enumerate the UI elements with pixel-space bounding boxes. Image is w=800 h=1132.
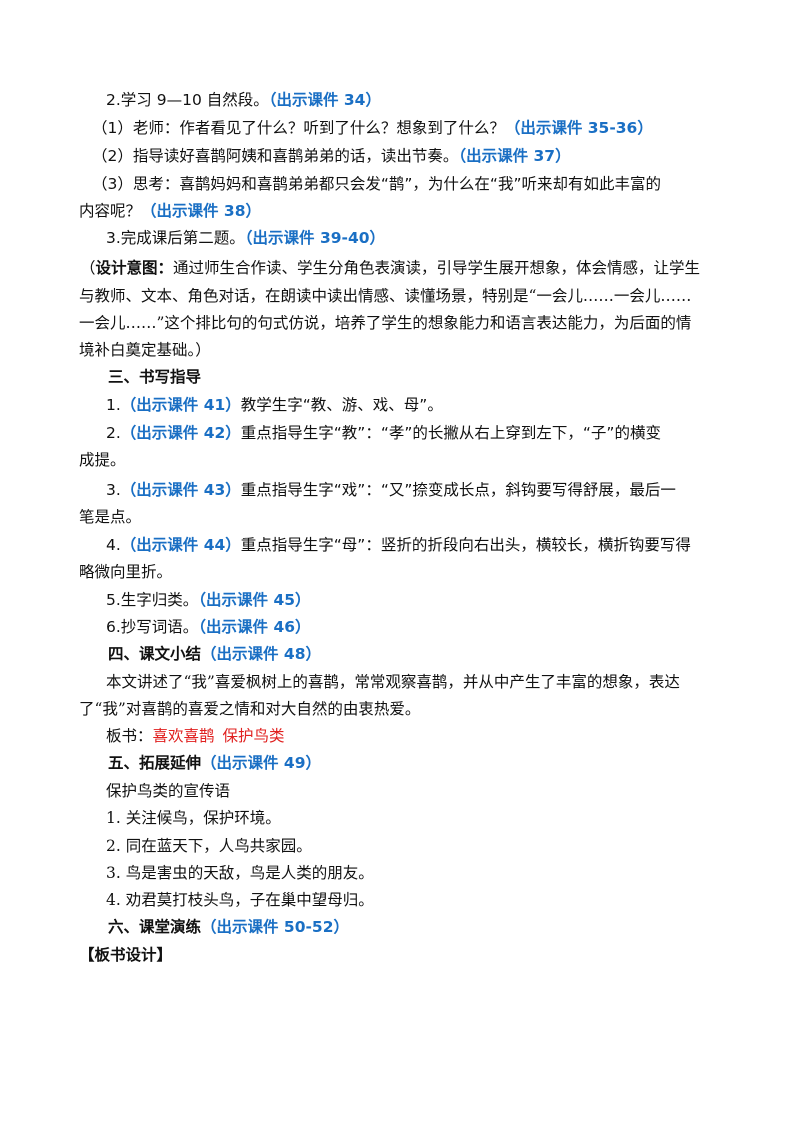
s3-item4-num: 4.: [106, 536, 121, 554]
s3-item4-text-2: 略微向里折。: [79, 563, 173, 581]
q3-ref: （出示课件 38）: [141, 202, 261, 220]
q3-line-2: 内容呢？（出示课件 38）: [79, 201, 261, 221]
step2-line: 2.学习 9—10 自然段。（出示课件 34）: [106, 90, 381, 110]
board-line: 板书：喜欢喜鹊保护鸟类: [106, 726, 285, 746]
s3-item2-text-1: 重点指导生字“教”：“孝”的长撇从右上穿到左下，“子”的横变: [240, 424, 661, 442]
q2-ref: （出示课件 37）: [458, 147, 571, 165]
section6-heading-line: 六、课堂演练（出示课件 50-52）: [108, 917, 349, 937]
design-intent-label: 设计意图：: [95, 258, 174, 277]
step3-text: 3.完成课后第二题。: [106, 229, 245, 247]
s3-item4-line-1: 4.（出示课件 44）重点指导生字“母”：竖折的折段向右出头，横较长，横折钩要写…: [106, 535, 691, 555]
s3-item1-line: 1.（出示课件 41）教学生字“教、游、戏、母”。: [106, 395, 443, 415]
s3-item3-line-2: 笔是点。: [79, 507, 141, 527]
s3-item6-line: 6.抄写词语。（出示课件 46）: [106, 617, 311, 637]
design-intent-line-4: 境补白奠定基础。）: [79, 340, 211, 360]
q2-line: （2）指导读好喜鹊阿姨和喜鹊弟弟的话，读出节奏。（出示课件 37）: [92, 146, 571, 166]
section6-ref: （出示课件 50-52）: [201, 918, 349, 936]
section6-heading: 六、课堂演练: [108, 918, 202, 936]
s3-item3-text-1: 重点指导生字“戏”：“又”捺变成长点，斜钩要写得舒展，最后一: [240, 481, 676, 499]
step2-ref: （出示课件 34）: [268, 91, 381, 109]
s3-item3-line-1: 3.（出示课件 43）重点指导生字“戏”：“又”捺变成长点，斜钩要写得舒展，最后…: [106, 480, 676, 500]
design-intent-text-1: 通过师生合作读、学生分角色表演读，引导学生展开想象，体会情感，让学生: [173, 259, 701, 277]
step3-ref: （出示课件 39-40）: [244, 229, 386, 247]
s3-item2-line-1: 2.（出示课件 42）重点指导生字“教”：“孝”的长撇从右上穿到左下，“子”的横…: [106, 423, 661, 443]
s3-item1-num: 1.: [106, 396, 121, 414]
slogan-item: 4. 劝君莫打枝头鸟，子在巢中望母归。: [106, 891, 374, 909]
s3-item3-num: 3.: [106, 481, 121, 499]
section4-ref: （出示课件 48）: [201, 645, 321, 663]
step3-line: 3.完成课后第二题。（出示课件 39-40）: [106, 228, 385, 248]
s3-item5-ref: （出示课件 45）: [198, 591, 311, 609]
section4-heading-line: 四、课文小结（出示课件 48）: [108, 644, 321, 664]
design-intent-line-2: 与教师、文本、角色对话，在朗读中读出情感、读懂场景，特别是“一会儿……一会儿……: [79, 286, 691, 306]
board-item-1: 喜欢喜鹊: [152, 727, 215, 745]
s3-item4-ref: （出示课件 44）: [120, 536, 241, 554]
q2-text: （2）指导读好喜鹊阿姨和喜鹊弟弟的话，读出节奏。: [92, 147, 459, 165]
s3-item2-text-2: 成提。: [79, 451, 126, 469]
s3-item6-ref: （出示课件 46）: [198, 618, 311, 636]
design-intent-text-3: 一会儿……”这个排比句的句式仿说，培养了学生的想象能力和语言表达能力，为后面的情: [79, 314, 692, 332]
q1-ref: （出示课件 35-36）: [504, 119, 653, 137]
step2-text: 2.学习 9—10 自然段。: [106, 91, 269, 109]
design-intent-line-3: 一会儿……”这个排比句的句式仿说，培养了学生的想象能力和语言表达能力，为后面的情: [79, 313, 691, 333]
section5-heading: 五、拓展延伸: [108, 754, 202, 772]
q3-line-1: （3）思考：喜鹊妈妈和喜鹊弟弟都只会发“鹊”，为什么在“我”听来却有如此丰富的: [92, 174, 661, 194]
section3-heading: 三、书写指导: [108, 368, 202, 386]
summary-text-2: 了“我”对喜鹊的喜爱之情和对大自然的由衷热爱。: [79, 700, 421, 718]
s3-item5-line: 5.生字归类。（出示课件 45）: [106, 590, 311, 610]
s3-item1-text: 教学生字“教、游、戏、母”。: [240, 396, 443, 414]
slogan-item: 1. 关注候鸟，保护环境。: [106, 809, 281, 827]
board-design-heading: 【板书设计】: [79, 946, 173, 964]
summary-line-1: 本文讲述了“我”喜爱枫树上的喜鹊，常常观察喜鹊，并从中产生了丰富的想象，表达: [106, 672, 680, 692]
s3-item1-ref: （出示课件 41）: [120, 396, 241, 414]
s3-item2-num: 2.: [106, 424, 121, 442]
section4-heading: 四、课文小结: [108, 645, 202, 663]
s3-item4-line-2: 略微向里折。: [79, 562, 172, 582]
summary-text-1: 本文讲述了“我”喜爱枫树上的喜鹊，常常观察喜鹊，并从中产生了丰富的想象，表达: [106, 673, 680, 691]
s3-item2-ref: （出示课件 42）: [120, 424, 241, 442]
s3-item5-text: 5.生字归类。: [106, 591, 199, 609]
q1-line: （1）老师：作者看见了什么？听到了什么？想象到了什么？（出示课件 35-36）: [92, 118, 653, 138]
design-intent-line-1: （设计意图：通过师生合作读、学生分角色表演读，引导学生展开想象，体会情感，让学生: [80, 258, 700, 278]
design-intent-text-4: 境补白奠定基础。）: [79, 341, 211, 359]
design-intent-text-2: 与教师、文本、角色对话，在朗读中读出情感、读懂场景，特别是“一会儿……一会儿……: [79, 287, 692, 305]
slogan-intro: 保护鸟类的宣传语: [106, 782, 231, 800]
summary-line-2: 了“我”对喜鹊的喜爱之情和对大自然的由衷热爱。: [79, 699, 420, 719]
section5-ref: （出示课件 49）: [201, 754, 321, 772]
q3-text-2: 内容呢？: [79, 202, 142, 220]
slogan-item: 2. 同在蓝天下，人鸟共家园。: [106, 837, 312, 855]
s3-item4-text-1: 重点指导生字“母”：竖折的折段向右出头，横较长，横折钩要写得: [240, 536, 691, 554]
q3-text-1: （3）思考：喜鹊妈妈和喜鹊弟弟都只会发“鹊”，为什么在“我”听来却有如此丰富的: [92, 175, 661, 193]
design-intent-open: （: [80, 259, 96, 277]
s3-item3-ref: （出示课件 43）: [120, 481, 241, 499]
board-item-2: 保护鸟类: [222, 727, 285, 745]
s3-item2-line-2: 成提。: [79, 450, 126, 470]
q1-text: （1）老师：作者看见了什么？听到了什么？想象到了什么？: [92, 119, 505, 137]
section5-heading-line: 五、拓展延伸（出示课件 49）: [108, 753, 321, 773]
slogan-item: 3. 鸟是害虫的天敌，鸟是人类的朋友。: [106, 864, 374, 882]
s3-item3-text-2: 笔是点。: [79, 508, 142, 526]
s3-item6-text: 6.抄写词语。: [106, 618, 199, 636]
board-label: 板书：: [106, 727, 153, 745]
